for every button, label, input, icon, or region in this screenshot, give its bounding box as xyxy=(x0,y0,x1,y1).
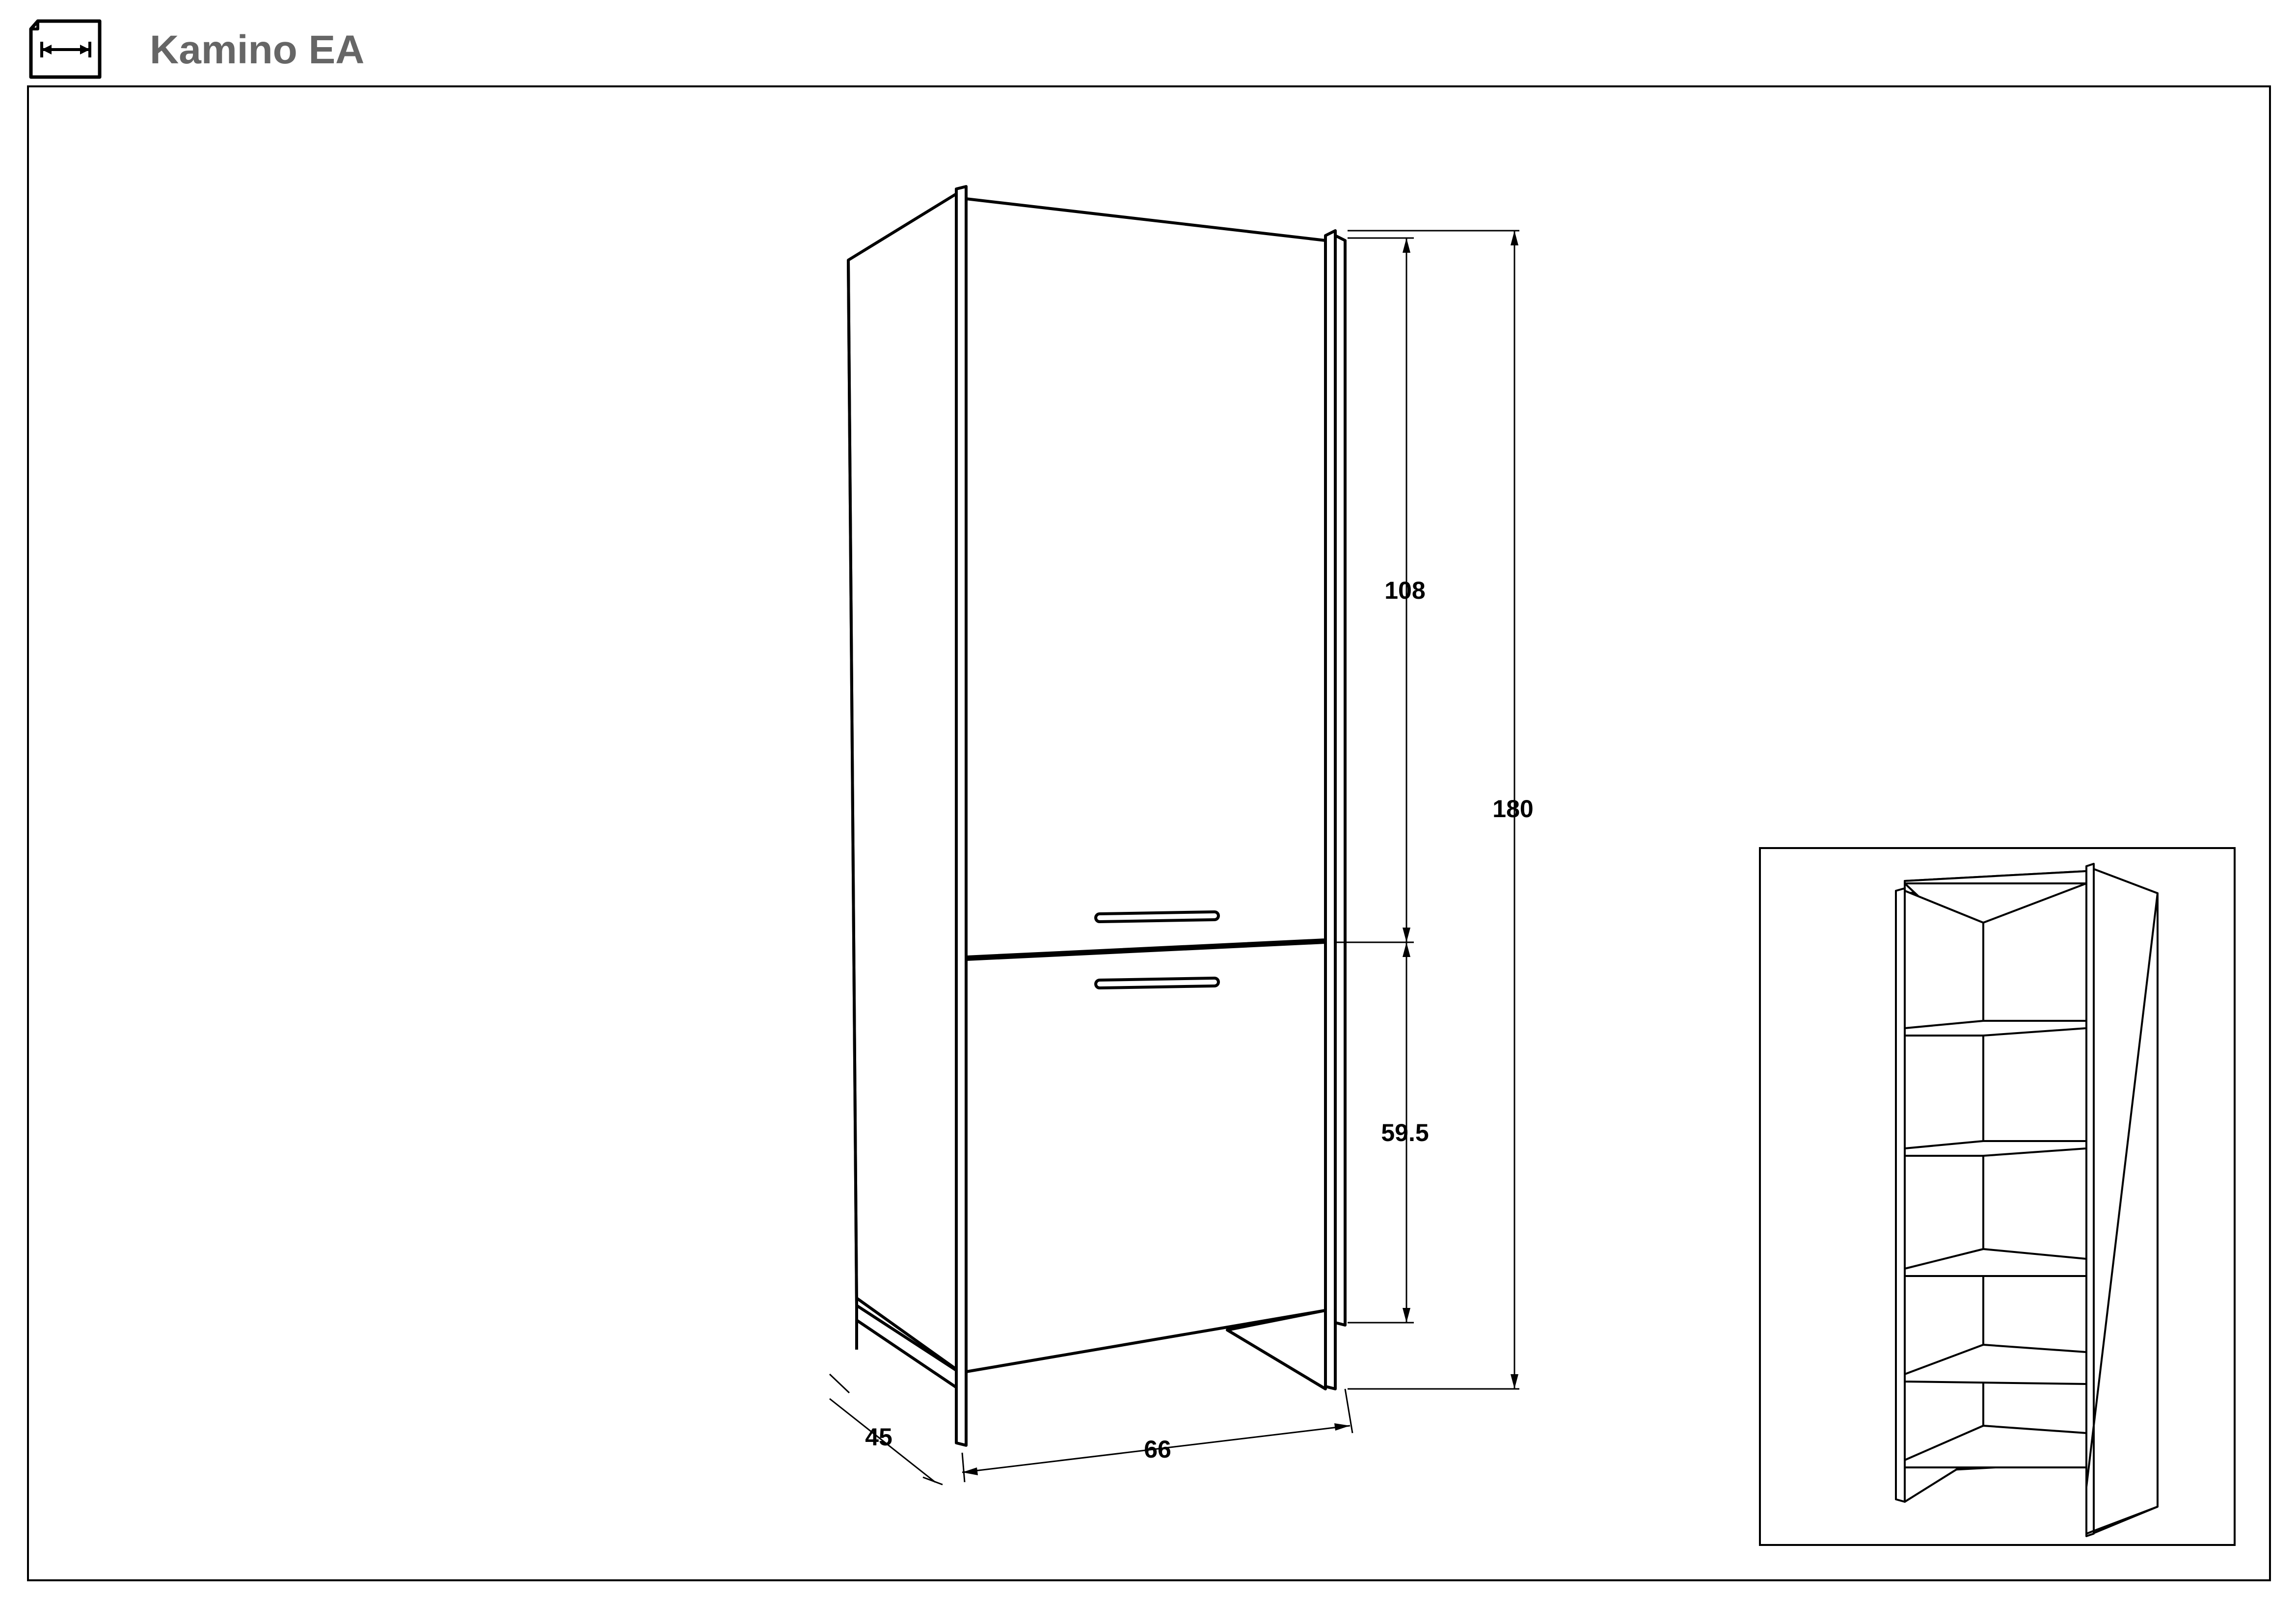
dimension-label-width: 66 xyxy=(1144,1436,1171,1463)
open-view-left-panel xyxy=(1895,887,1906,1503)
cabinet-lower-door xyxy=(965,941,1327,1373)
dimensions-icon xyxy=(29,19,102,79)
dimension-label-upper-height: 108 xyxy=(1384,577,1425,604)
header: Kamino EA xyxy=(27,17,616,81)
dimension-label-depth: 45 xyxy=(865,1423,892,1451)
drawing-frame xyxy=(27,85,2271,1581)
open-view-right-panel xyxy=(2085,865,2159,1537)
upper-door-handle xyxy=(1094,910,1220,924)
cabinet-front-left-edge xyxy=(955,185,968,1447)
dimension-lines xyxy=(829,230,1519,1486)
cabinet-plinth-front xyxy=(1226,1309,1327,1390)
cabinet-right-edge xyxy=(1324,229,1337,1390)
dimension-arrowheads xyxy=(962,231,1518,1475)
lower-door-handle xyxy=(1094,976,1220,990)
cabinet-open-view xyxy=(1895,863,2159,1537)
cabinet-side-panel xyxy=(847,192,958,1371)
cabinet-upper-door xyxy=(965,197,1327,958)
dimension-label-lower-height: 59.5 xyxy=(1381,1119,1429,1146)
cabinet-right-panel xyxy=(1334,234,1347,1327)
dimension-label-total-height: 180 xyxy=(1492,795,1533,823)
page-title: Kamino EA xyxy=(150,27,365,72)
cabinet-main-view xyxy=(847,185,1347,1447)
